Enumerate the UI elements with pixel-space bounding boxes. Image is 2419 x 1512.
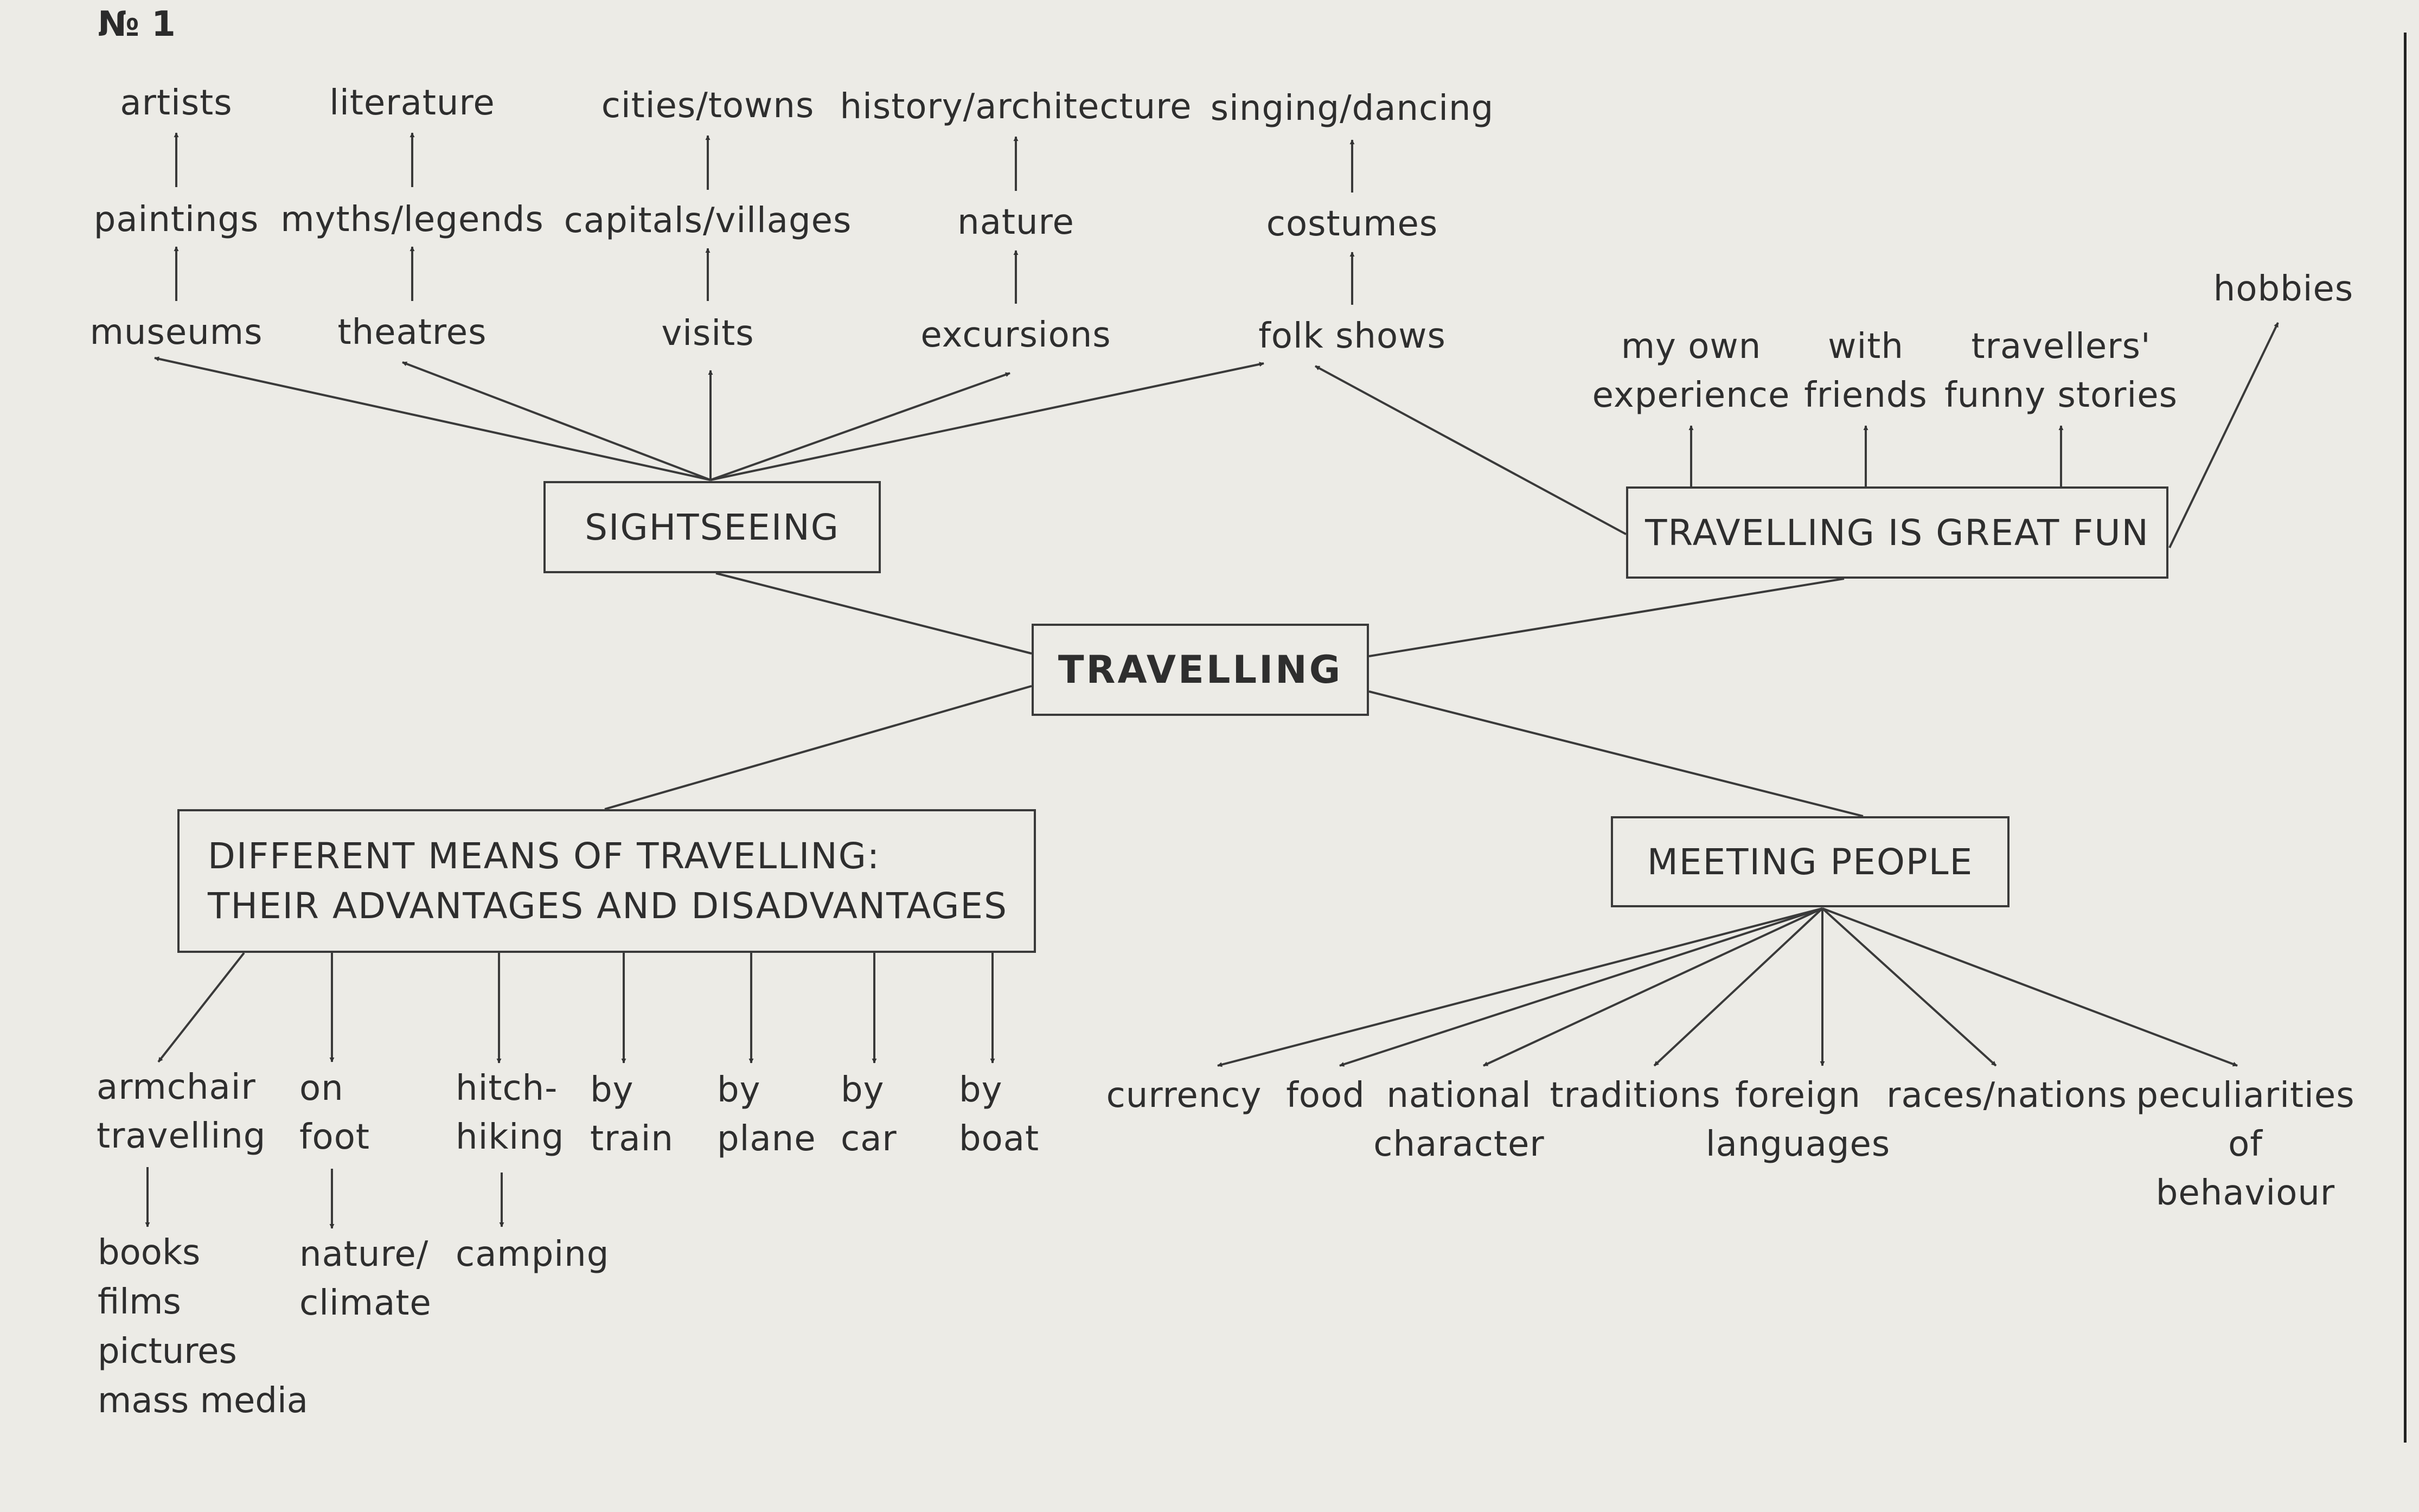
node-hobbies: hobbies (2213, 269, 2354, 309)
arrow-sightseeing-folk-shows (710, 362, 1264, 481)
node-excursions: excursions (920, 315, 1111, 355)
node-singing-dancing: singing/dancing (1210, 88, 1494, 129)
box-means-line1: DIFFERENT MEANS OF TRAVELLING: (208, 835, 881, 877)
box-travelling-is-great-fun: TRAVELLING IS GREAT FUN (1626, 486, 2168, 579)
node-races-nations: races/nations (1886, 1075, 2127, 1116)
box-different-means: DIFFERENT MEANS OF TRAVELLING: THEIR ADV… (177, 809, 1036, 953)
node-nature: nature (957, 202, 1074, 242)
node-food: food (1286, 1075, 1365, 1116)
node-mass-media: mass media (98, 1381, 308, 1421)
node-national-character: national character (1373, 1075, 1545, 1164)
arrow-people-peculiarities (1822, 907, 2238, 1067)
node-by-train: by train (590, 1070, 674, 1159)
node-currency: currency (1106, 1075, 1262, 1116)
line-fun-center (1368, 578, 1845, 657)
node-by-boat: by boat (959, 1070, 1040, 1159)
node-pictures: pictures (98, 1331, 237, 1372)
box-people-label: MEETING PEOPLE (1647, 841, 1974, 883)
node-nature-climate: nature/ climate (299, 1234, 432, 1323)
arrow-sightseeing-museums (154, 356, 711, 481)
arrow-fun-folk-shows (1315, 365, 1627, 535)
node-on-foot: on foot (299, 1068, 370, 1157)
arrow-people-currency (1217, 907, 1823, 1067)
node-foreign-languages: foreign languages (1705, 1075, 1891, 1164)
node-folk-shows: folk shows (1258, 316, 1446, 356)
line-sightseeing-center (715, 572, 1032, 655)
line-center-means (604, 685, 1032, 810)
center-label: TRAVELLING (1058, 648, 1343, 692)
node-by-plane: by plane (717, 1070, 816, 1159)
arrow-sightseeing-excursions (710, 372, 1010, 481)
node-travellers-funny-stories: travellers' funny stories (1944, 326, 2178, 415)
node-myths-legends: myths/legends (280, 200, 544, 240)
box-sightseeing: SIGHTSEEING (543, 481, 881, 573)
arrow-means-armchair (157, 952, 245, 1063)
node-costumes: costumes (1266, 204, 1438, 244)
node-camping: camping (456, 1234, 610, 1274)
line-center-people (1368, 690, 1864, 817)
armchair-sub-list: books films pictures mass media (98, 1228, 308, 1426)
arrow-sightseeing-theatres (402, 361, 711, 481)
node-theatres: theatres (337, 312, 487, 353)
node-artists: artists (120, 83, 233, 123)
arrow-people-races (1821, 907, 1997, 1067)
node-literature: literature (329, 83, 495, 123)
node-capitals-villages: capitals/villages (564, 201, 852, 241)
node-by-car: by car (841, 1070, 897, 1159)
node-with-friends: with friends (1804, 326, 1928, 415)
box-travelling: TRAVELLING (1032, 624, 1369, 716)
node-cities-towns: cities/towns (601, 86, 815, 126)
page-edge-rule (2404, 33, 2407, 1443)
arrow-people-traditions (1653, 907, 1823, 1067)
box-meeting-people: MEETING PEOPLE (1611, 816, 2010, 907)
arrow-fun-hobbies (2168, 322, 2279, 548)
arrow-people-food (1339, 907, 1823, 1067)
page-number-label: № 1 (98, 4, 176, 44)
arrow-people-national (1483, 907, 1823, 1067)
box-means-line2: THEIR ADVANTAGES AND DISADVANTAGES (208, 885, 1008, 927)
box-fun-label: TRAVELLING IS GREAT FUN (1645, 511, 2149, 554)
node-my-own-experience: my own experience (1592, 326, 1790, 415)
node-peculiarities-of-behaviour: peculiarities of behaviour (2136, 1075, 2355, 1213)
node-visits: visits (661, 313, 754, 354)
node-hitch-hiking: hitch- hiking (456, 1068, 565, 1157)
node-films: films (98, 1282, 181, 1322)
node-history-architecture: history/architecture (840, 87, 1192, 127)
node-books: books (98, 1233, 201, 1273)
node-museums: museums (89, 312, 263, 353)
node-traditions: traditions (1550, 1075, 1721, 1116)
box-sightseeing-label: SIGHTSEEING (585, 506, 840, 548)
node-paintings: paintings (93, 200, 259, 240)
node-armchair-travelling: armchair travelling (97, 1067, 266, 1156)
